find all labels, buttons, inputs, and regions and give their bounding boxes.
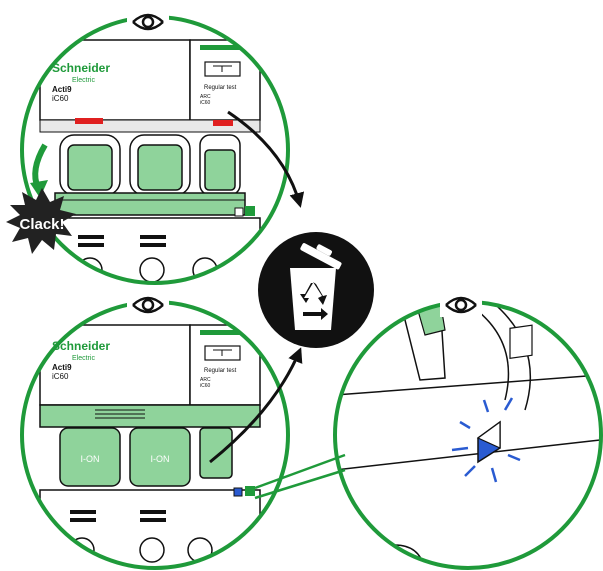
brand-sub: Electric [72,77,95,84]
test-label-2: Regular test [204,368,237,374]
trip-bar [55,193,245,215]
product-name-2: Acti9 [52,363,72,372]
top-panel: Schneider Electric Acti9 iC60 Regular te… [20,15,290,288]
handle [138,145,182,190]
brand-name: Schneider [52,61,110,75]
eye-icon [127,10,169,34]
eye-icon [127,293,169,317]
arc-model: iC60 [200,100,211,106]
handle [68,145,112,190]
model-name: iC60 [52,94,69,103]
product-name: Acti9 [52,85,72,94]
bottom-panel: Schneider Electric Acti9 iC60 Regular te… [20,300,290,570]
on-label-1: I-ON [81,454,100,464]
zoom-panel [330,300,603,571]
red-indicator [75,118,103,124]
brand-name-2: Schneider [52,339,110,353]
model-name-2: iC60 [52,372,69,381]
clack-text: Clack! [19,216,64,233]
handle-arc [200,428,232,478]
test-label: Regular test [204,85,237,91]
handle [205,150,235,190]
arc-model-2: iC60 [200,383,211,389]
recycle-bin-icon [258,232,374,348]
on-label-2: I-ON [151,454,170,464]
eye-icon [440,293,482,317]
red-indicator [213,120,233,126]
brand-sub-2: Electric [72,355,95,362]
led-small [234,488,242,496]
